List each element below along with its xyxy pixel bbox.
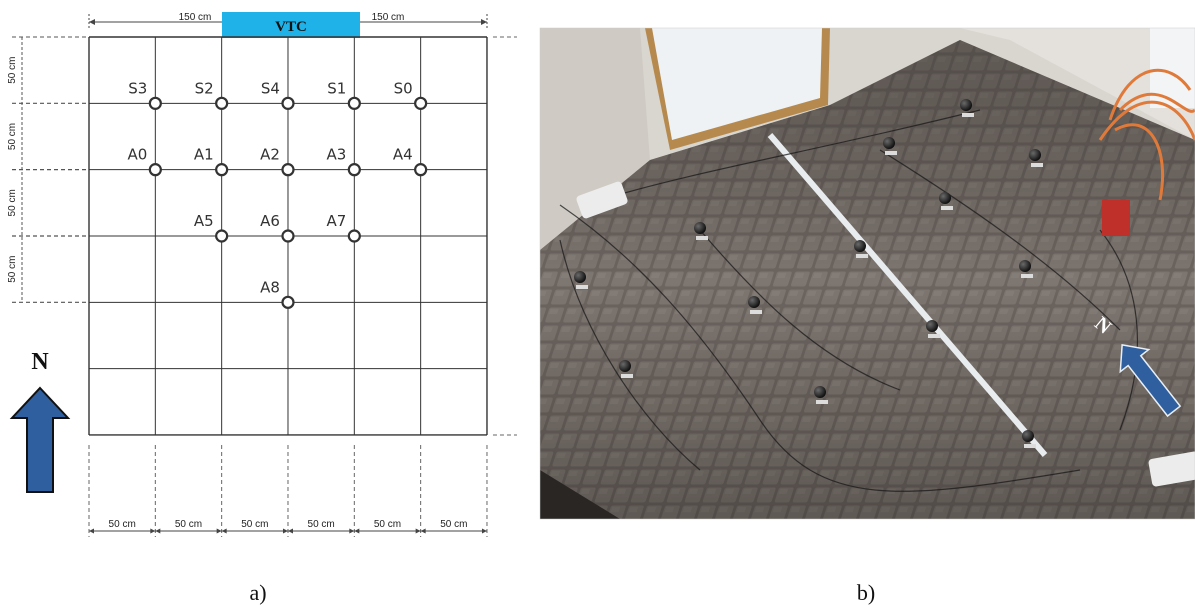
photo-sensor-ball [883, 137, 895, 149]
bottom-dimension-label: 50 cm [241, 519, 268, 530]
sensor-label: A8 [260, 278, 280, 296]
tape-strip [767, 133, 1048, 457]
sensor-label: A7 [327, 212, 347, 230]
bottom-dimension-label: 50 cm [440, 519, 467, 530]
sensor-label: A1 [194, 146, 214, 164]
photo-tape-marker [576, 285, 588, 289]
photo-tape-marker [1021, 274, 1033, 278]
sensor-label: S3 [128, 79, 147, 97]
left-dimension-label: 50 cm [7, 123, 18, 150]
top-dimension-arrow-right [481, 19, 487, 25]
photo-sensor-ball [1019, 260, 1031, 272]
photo-tape-marker [856, 254, 868, 258]
sensor-marker [281, 295, 295, 309]
sensor-marker [215, 96, 229, 110]
sensor-label: A5 [194, 212, 214, 230]
sensor-label: S4 [261, 79, 280, 97]
photo-tape-marker [885, 151, 897, 155]
photo-sensor-ball [619, 360, 631, 372]
bottom-dimension-label: 50 cm [109, 519, 136, 530]
photo-tape-marker [928, 334, 940, 338]
top-dimension-arrow-left [89, 19, 95, 25]
cables [559, 109, 1139, 492]
photo-sensor-ball [960, 99, 972, 111]
sensor-marker [281, 96, 295, 110]
floor-photo: N b) [539, 27, 1195, 605]
top-dimension-label-right: 150 cm [372, 12, 405, 23]
vtc-box [222, 12, 360, 38]
top-dimension-label-left: 150 cm [179, 12, 212, 23]
sensor-marker [347, 229, 361, 243]
photo-tape-marker [962, 113, 974, 117]
door-edge [540, 470, 620, 519]
north-arrow-icon [9, 386, 71, 493]
sensor-label: A2 [260, 146, 280, 164]
sensor-marker [148, 96, 162, 110]
right-wall [960, 28, 1195, 140]
photo-sensor-ball [926, 320, 938, 332]
sensor-marker [347, 96, 361, 110]
photo-tape-marker [750, 310, 762, 314]
photo-sensor-ball [1029, 149, 1041, 161]
photo-border [539, 27, 1195, 520]
sensor-marker [215, 163, 229, 177]
left-dimension-label: 50 cm [7, 256, 18, 283]
photo-sensor-ball [939, 192, 951, 204]
left-dimension-label: 50 cm [7, 189, 18, 216]
photo-tape-marker [696, 236, 708, 240]
sensor-label: A3 [327, 146, 347, 164]
photo-sensor-ball [694, 222, 706, 234]
caption-b: b) [857, 580, 875, 605]
left-wall [540, 28, 650, 250]
sensor-label: S2 [195, 79, 214, 97]
data-logger-right [1148, 451, 1195, 487]
floor-shading [540, 40, 1195, 519]
left-dimensions: 50 cm 50 cm 50 cm 50 cm [7, 36, 87, 303]
photo-sensor-ball [1022, 430, 1034, 442]
sensor-marker [148, 163, 162, 177]
photo-north-arrow-icon [1119, 344, 1182, 418]
caption-a: a) [249, 580, 266, 605]
bottom-dimension-label: 50 cm [308, 519, 335, 530]
sensor-layout-diagram: 150 cm 150 cm VTC 50 cm 50 cm 50 cm 50 cm 5… [7, 12, 517, 605]
red-connector [1102, 200, 1130, 236]
photo-tape-marker [816, 400, 828, 404]
photo-sensor-ball [854, 240, 866, 252]
sensor-marker [414, 163, 428, 177]
north-label: N [31, 349, 49, 375]
sensor-marker [414, 96, 428, 110]
bottom-dimension-label: 50 cm [175, 519, 202, 530]
vtc-label: VTC [275, 19, 307, 35]
left-dimension-label: 50 cm [7, 57, 18, 84]
orange-cables [1098, 68, 1195, 201]
photo-tape-marker [621, 374, 633, 378]
sensor-marker [281, 229, 295, 243]
sensor-label: S1 [327, 79, 346, 97]
photo-sensor-balls [574, 99, 1043, 448]
sensor-label: A0 [128, 146, 148, 164]
sensor-label: A6 [260, 212, 280, 230]
floor-grid [88, 36, 517, 436]
bottom-dimensions: 50 cm 50 cm 50 cm 50 cm 50 cm 50 cm [88, 444, 488, 537]
sensor-marker [215, 229, 229, 243]
photo-tape-marker [941, 206, 953, 210]
photo-tape-marker [1031, 163, 1043, 167]
sensor-label: A4 [393, 146, 413, 164]
window [652, 28, 822, 140]
photo-sensor-ball [574, 271, 586, 283]
sensor-marker [347, 163, 361, 177]
sensor-label: S0 [394, 79, 413, 97]
bottom-dimension-label: 50 cm [374, 519, 401, 530]
photo-tape-marker [1024, 444, 1036, 448]
photo-sensor-ball [748, 296, 760, 308]
sensor-marker [281, 163, 295, 177]
data-logger-left [576, 181, 628, 219]
photo-sensor-ball [814, 386, 826, 398]
